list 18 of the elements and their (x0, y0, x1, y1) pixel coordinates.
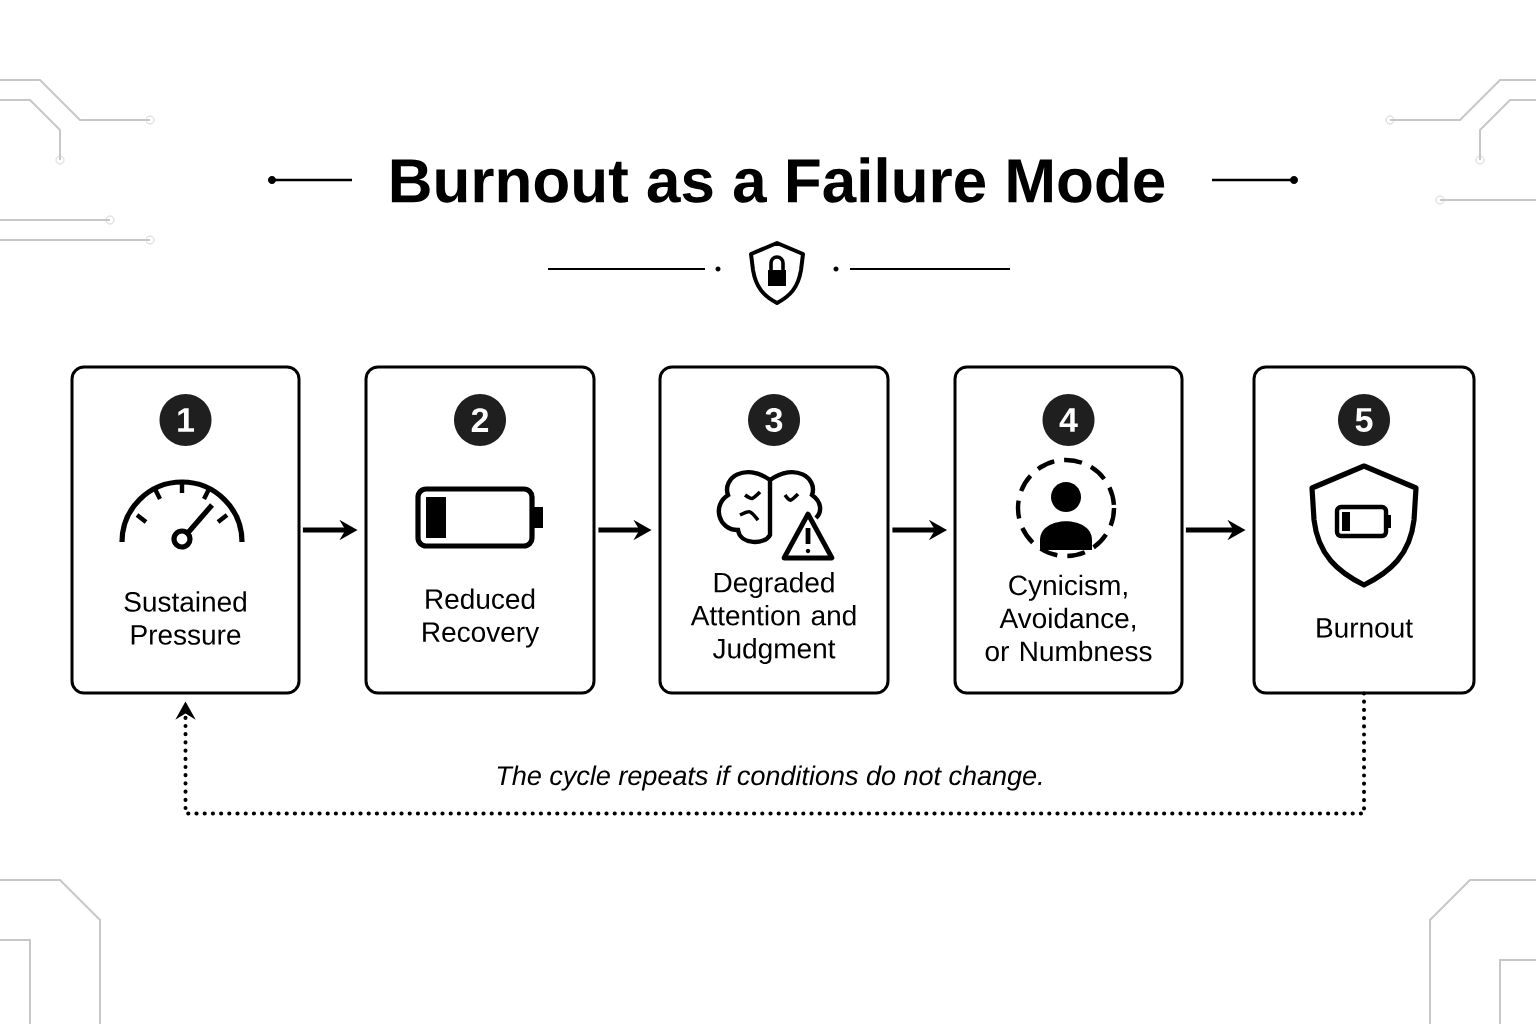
edge-label: The cycle repeats if conditions do not change. (497, 765, 1042, 791)
title: Burnout as a Failure Mode (391, 157, 1165, 203)
step-label: Burnout (1317, 618, 1413, 638)
step-box (364, 365, 596, 695)
step-label: Cynicism, Avoidance, or Numbness (985, 574, 1152, 662)
number-badge: 3 (748, 394, 800, 446)
step-box (658, 365, 890, 695)
number-badge: 2 (454, 394, 506, 446)
step-label: Reduced Recovery (423, 588, 540, 648)
number-badge: 5 (1338, 394, 1390, 446)
step-box (1252, 365, 1476, 695)
arrow (175, 691, 1366, 816)
number-badge: 1 (159, 394, 212, 446)
step-label: Sustained Pressure (124, 591, 246, 645)
step-box (70, 365, 301, 695)
number-badge: 4 (1042, 394, 1095, 446)
step-label: Degraded Attention and Judgment (690, 571, 856, 665)
step-box (953, 365, 1184, 695)
